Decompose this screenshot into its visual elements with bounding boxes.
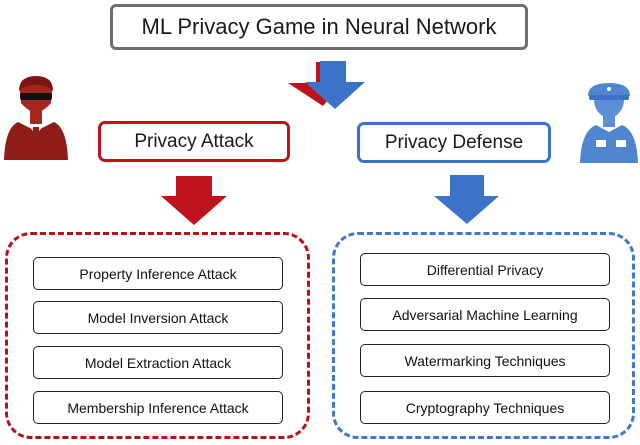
attack-item-label: Model Inversion Attack: [87, 309, 229, 326]
defense-methods-group: [332, 232, 635, 439]
hacker-icon: [4, 76, 68, 160]
attack-item-label: Model Extraction Attack: [84, 354, 232, 371]
title-box: ML Privacy Game in Neural Network: [110, 4, 528, 50]
defense-item-label: Watermarking Techniques: [404, 352, 566, 369]
defense-item-label: Adversarial Machine Learning: [392, 306, 578, 323]
attack-item-property-inference: Property Inference Attack: [33, 257, 283, 290]
defense-item-label: Cryptography Techniques: [405, 399, 565, 416]
attack-item-label: Property Inference Attack: [79, 265, 237, 282]
diagram-title: ML Privacy Game in Neural Network: [141, 14, 497, 39]
split-arrow: [288, 61, 365, 109]
privacy-attack-label: Privacy Attack: [134, 130, 254, 152]
defense-item-adversarial-ml: Adversarial Machine Learning: [360, 298, 610, 331]
attack-item-model-inversion: Model Inversion Attack: [33, 301, 283, 334]
defense-item-watermarking: Watermarking Techniques: [360, 344, 610, 377]
attack-down-arrow: [161, 176, 227, 225]
attack-item-model-extraction: Model Extraction Attack: [33, 346, 283, 379]
defense-down-arrow: [434, 175, 499, 224]
privacy-attack-box: Privacy Attack: [98, 121, 290, 162]
attack-methods-group: [5, 232, 310, 439]
split-arrow-blue: [305, 61, 365, 109]
attack-item-membership-inference: Membership Inference Attack: [33, 391, 283, 424]
privacy-defense-box: Privacy Defense: [357, 122, 551, 163]
privacy-defense-label: Privacy Defense: [384, 131, 524, 153]
defense-item-differential-privacy: Differential Privacy: [360, 253, 610, 286]
defense-item-cryptography: Cryptography Techniques: [360, 391, 610, 424]
attack-item-label: Membership Inference Attack: [67, 399, 249, 416]
defense-item-label: Differential Privacy: [426, 261, 544, 278]
security-guard-icon: [580, 83, 638, 163]
